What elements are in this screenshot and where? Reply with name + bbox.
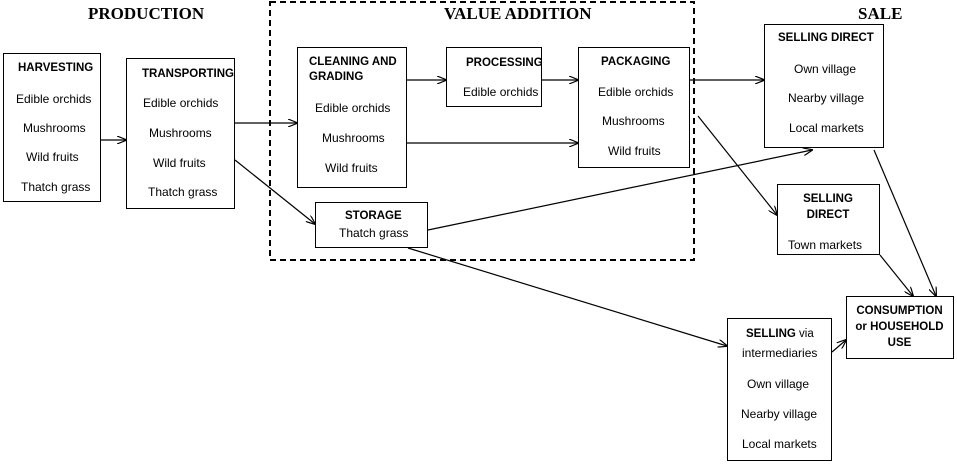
processing-item: Edible orchids (463, 85, 539, 99)
selling-direct-town-box: SELLING DIRECT Town markets (777, 184, 880, 255)
transporting-item: Wild fruits (153, 156, 206, 170)
cleaning-title-line2: GRADING (309, 71, 364, 83)
transporting-box: TRANSPORTING Edible orchids Mushrooms Wi… (126, 58, 235, 209)
arrow-transporting-storage (234, 159, 315, 224)
transporting-item: Mushrooms (149, 126, 212, 140)
selling-intermediaries-box: SELLING via intermediaries Own village N… (727, 318, 832, 461)
cleaning-item: Edible orchids (315, 101, 391, 115)
transporting-title: TRANSPORTING (142, 68, 234, 80)
cleaning-grading-box: CLEANING AND GRADING Edible orchids Mush… (297, 47, 407, 188)
consumption-line1: CONSUMPTION (856, 305, 943, 317)
selling-direct-town-title-line1: SELLING (803, 193, 853, 205)
storage-title: STORAGE (345, 210, 402, 222)
harvesting-box: HARVESTING Edible orchids Mushrooms Wild… (3, 53, 101, 202)
selling-intermediaries-item: Own village (747, 377, 810, 391)
harvesting-item: Edible orchids (16, 92, 92, 106)
transporting-item: Thatch grass (148, 185, 218, 199)
consumption-line3: USE (887, 337, 912, 349)
storage-item: Thatch grass (339, 226, 409, 240)
packaging-title: PACKAGING (601, 56, 671, 68)
arrow-selling-direct-consumption (873, 149, 936, 296)
cleaning-item: Mushrooms (322, 131, 385, 145)
consumption-line2: or HOUSEHOLD (855, 321, 944, 333)
packaging-item: Wild fruits (608, 144, 661, 158)
production-title: PRODUCTION (88, 4, 205, 23)
processing-title: PROCESSING (466, 57, 543, 69)
harvesting-item: Mushrooms (23, 121, 86, 135)
selling-intermediaries-title-rest: via (795, 328, 814, 340)
harvesting-item: Thatch grass (21, 180, 91, 194)
selling-direct-town-item: Town markets (788, 238, 863, 252)
selling-intermediaries-title-bold: SELLING (746, 328, 796, 340)
selling-intermediaries-item: Local markets (742, 437, 817, 451)
storage-box: STORAGE Thatch grass (315, 202, 428, 248)
selling-intermediaries-item: Nearby village (741, 407, 818, 421)
packaging-item: Edible orchids (598, 85, 674, 99)
arrow-storage-intermediaries (407, 247, 727, 346)
selling-direct-box: SELLING DIRECT Own village Nearby villag… (764, 24, 884, 148)
cleaning-title-line1: CLEANING AND (309, 56, 397, 68)
selling-intermediaries-title-line1: SELLING via (746, 328, 814, 340)
selling-direct-title: SELLING DIRECT (778, 32, 874, 44)
value-addition-frame (269, 1, 695, 261)
selling-direct-item: Local markets (789, 121, 864, 135)
transporting-item: Edible orchids (143, 96, 219, 110)
consumption-box: CONSUMPTION or HOUSEHOLD USE (846, 296, 954, 359)
selling-direct-town-title-line2: DIRECT (806, 209, 850, 221)
arrow-town-consumption (879, 254, 913, 296)
arrow-intermediaries-consumption (831, 340, 846, 353)
sale-title: SALE (858, 4, 903, 23)
packaging-box: PACKAGING Edible orchids Mushrooms Wild … (578, 47, 690, 168)
packaging-item: Mushrooms (602, 114, 665, 128)
selling-intermediaries-title-line2: intermediaries (742, 346, 818, 360)
selling-direct-item: Own village (794, 62, 857, 76)
cleaning-item: Wild fruits (325, 161, 378, 175)
harvesting-item: Wild fruits (26, 150, 79, 164)
processing-box: PROCESSING Edible orchids (446, 47, 543, 107)
selling-direct-item: Nearby village (788, 91, 865, 105)
harvesting-title: HARVESTING (18, 62, 94, 74)
value-addition-title: VALUE ADDITION (444, 4, 592, 23)
arrow-storage-selling-direct (427, 150, 812, 231)
